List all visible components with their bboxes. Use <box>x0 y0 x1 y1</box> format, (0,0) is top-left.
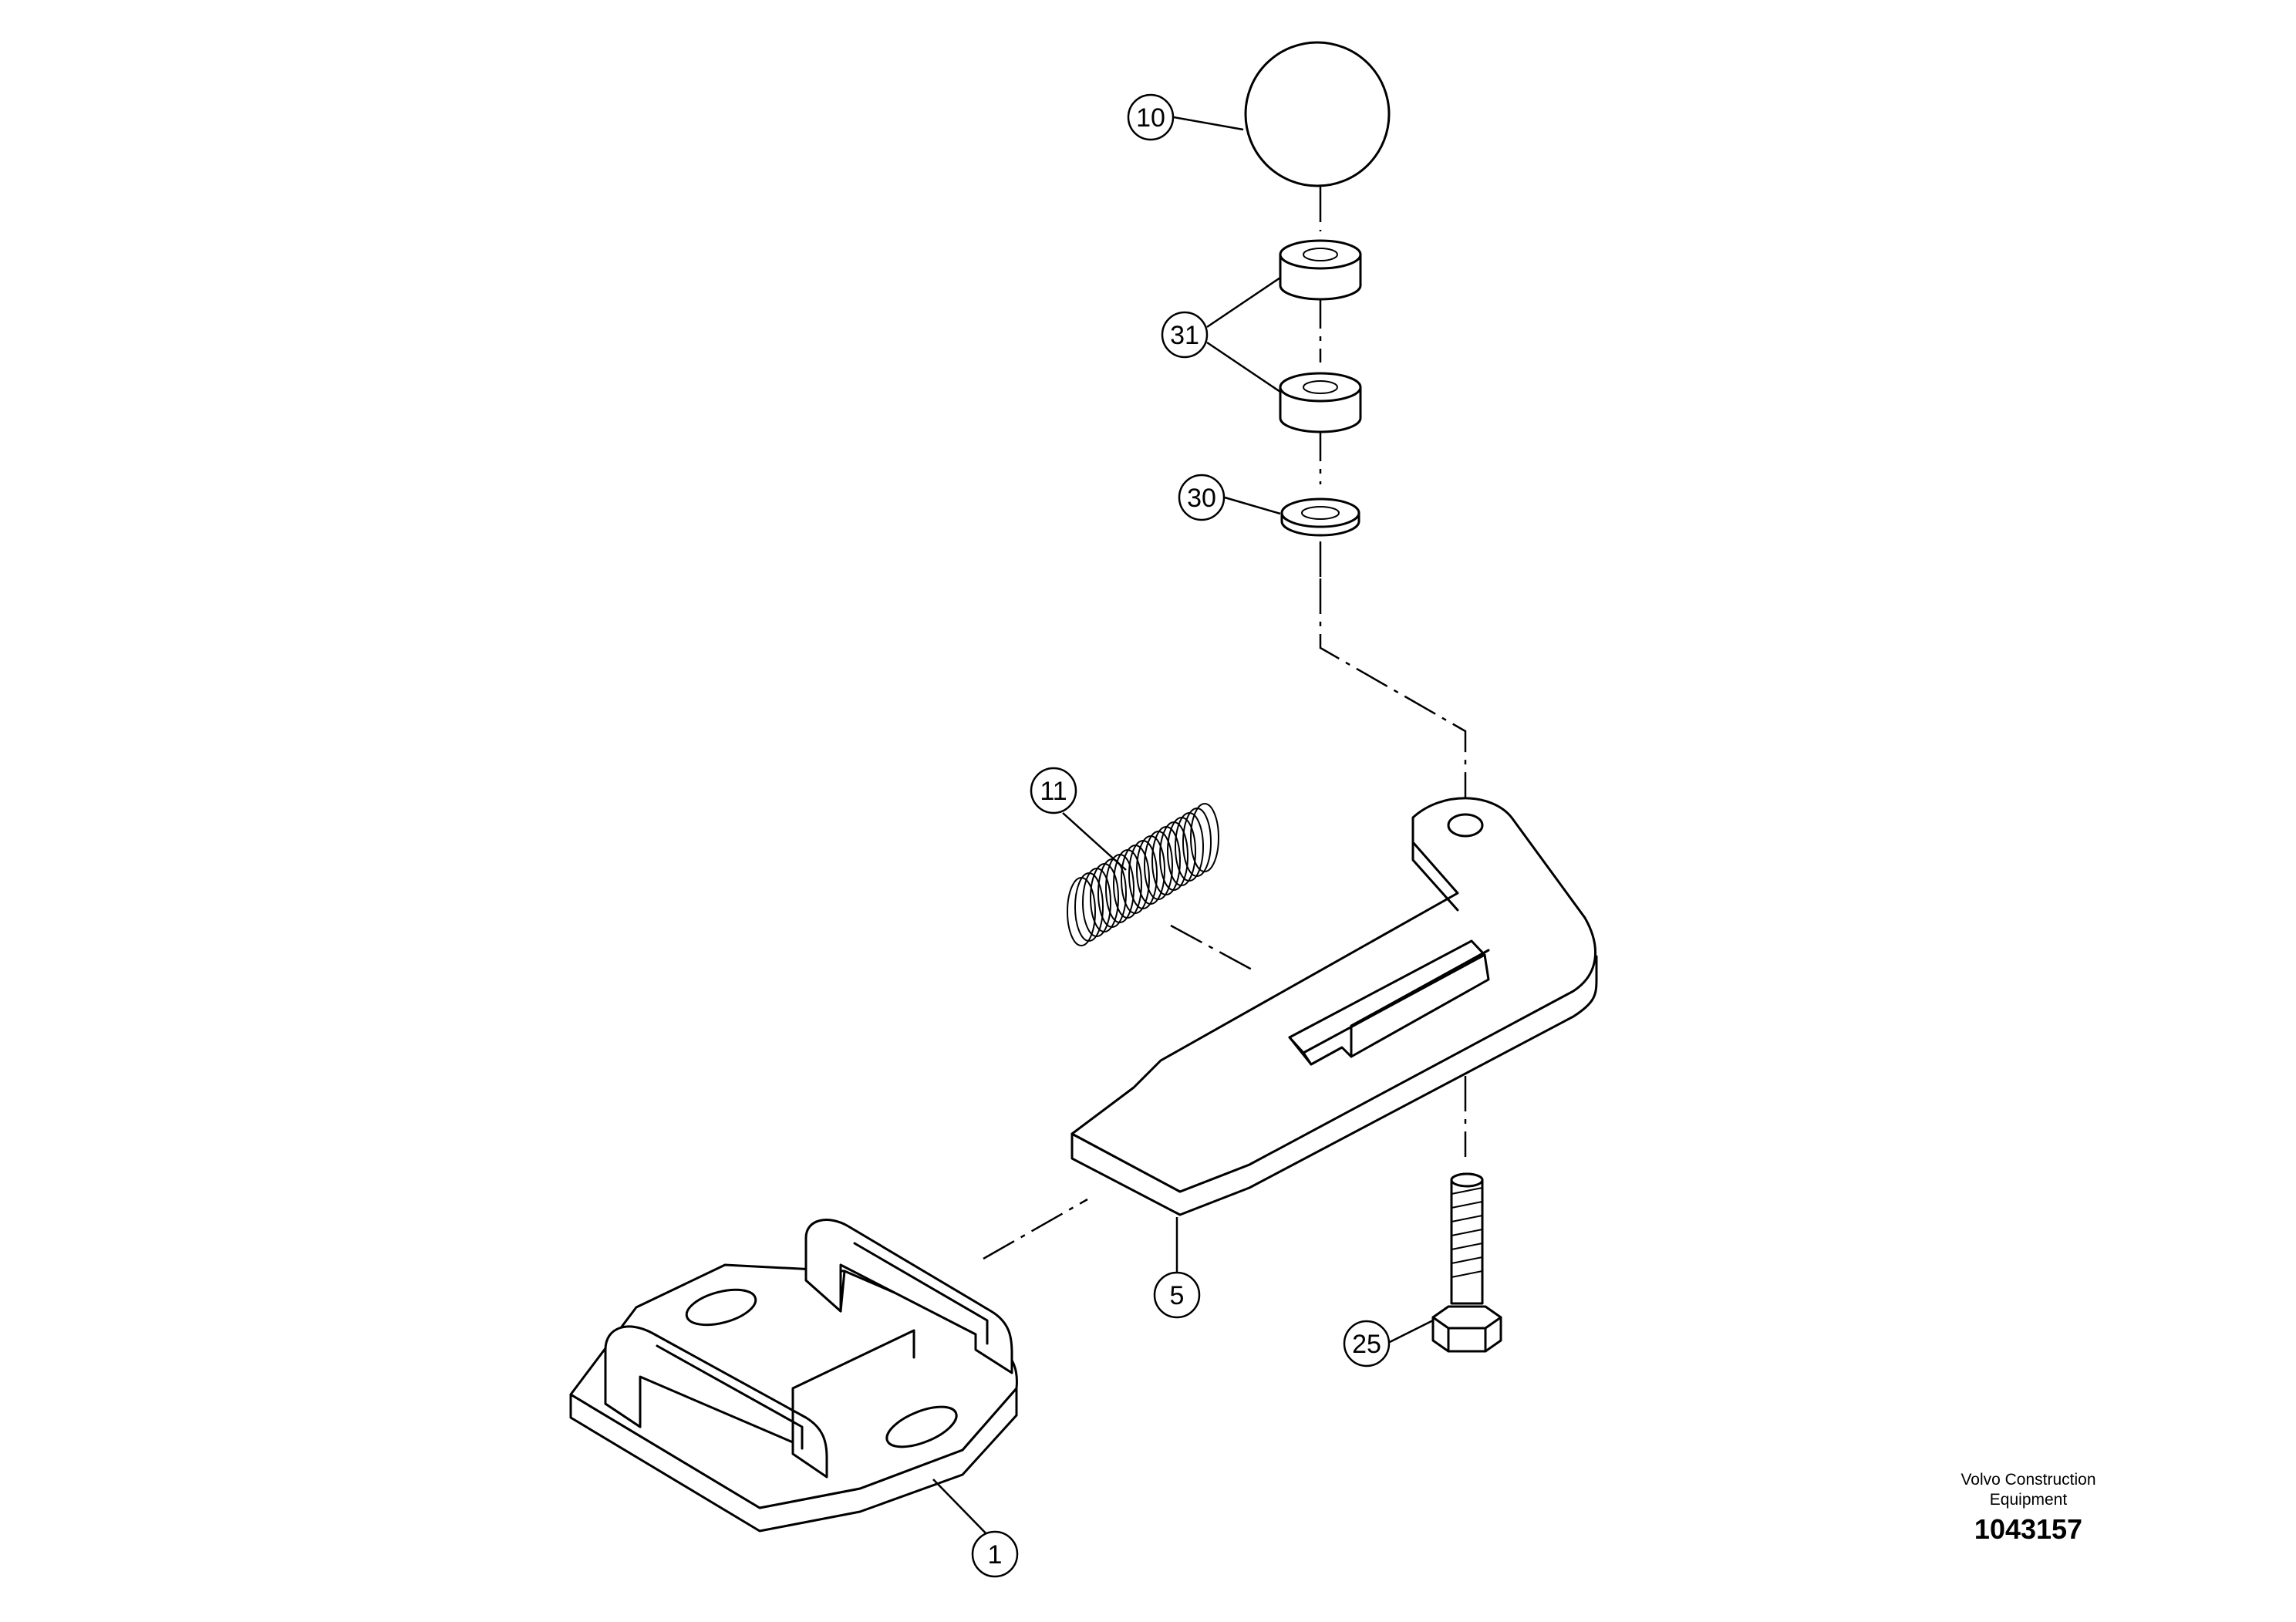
callout-1: 1 <box>971 1530 1019 1578</box>
callout-31: 31 <box>1161 311 1209 359</box>
lever <box>1070 797 1598 1216</box>
washer <box>1280 497 1360 537</box>
callout-11-label: 11 <box>1040 777 1067 806</box>
publisher-name: Volvo Construction Equipment <box>1913 1470 2144 1510</box>
callout-10: 10 <box>1127 93 1175 141</box>
callout-30-label: 30 <box>1187 484 1216 513</box>
publisher-line-1: Volvo Construction <box>1961 1471 2096 1489</box>
callout-5: 5 <box>1153 1271 1201 1319</box>
callout-10-label: 10 <box>1136 103 1165 133</box>
publisher-line-2: Equipment <box>1989 1491 2068 1509</box>
spring <box>1067 803 1219 946</box>
callout-30: 30 <box>1178 474 1226 521</box>
bolt <box>1431 1172 1502 1353</box>
leader-lines <box>932 116 1434 1542</box>
spacer-upper <box>1279 239 1362 301</box>
knob-ball <box>1244 41 1391 187</box>
base-axis-line <box>983 1198 1088 1260</box>
document-number: 1043157 <box>1974 1513 2083 1545</box>
lever-axis-line <box>1319 578 1467 802</box>
callout-1-label: 1 <box>988 1540 1003 1570</box>
callout-31-label: 31 <box>1170 321 1199 350</box>
callout-11: 11 <box>1030 767 1077 814</box>
spacer-lower <box>1279 372 1362 433</box>
callout-5-label: 5 <box>1170 1281 1185 1310</box>
callout-25-label: 25 <box>1352 1330 1381 1359</box>
spring-axis-line <box>1170 924 1254 972</box>
callout-25: 25 <box>1343 1320 1391 1367</box>
base-bracket <box>569 1219 1018 1533</box>
